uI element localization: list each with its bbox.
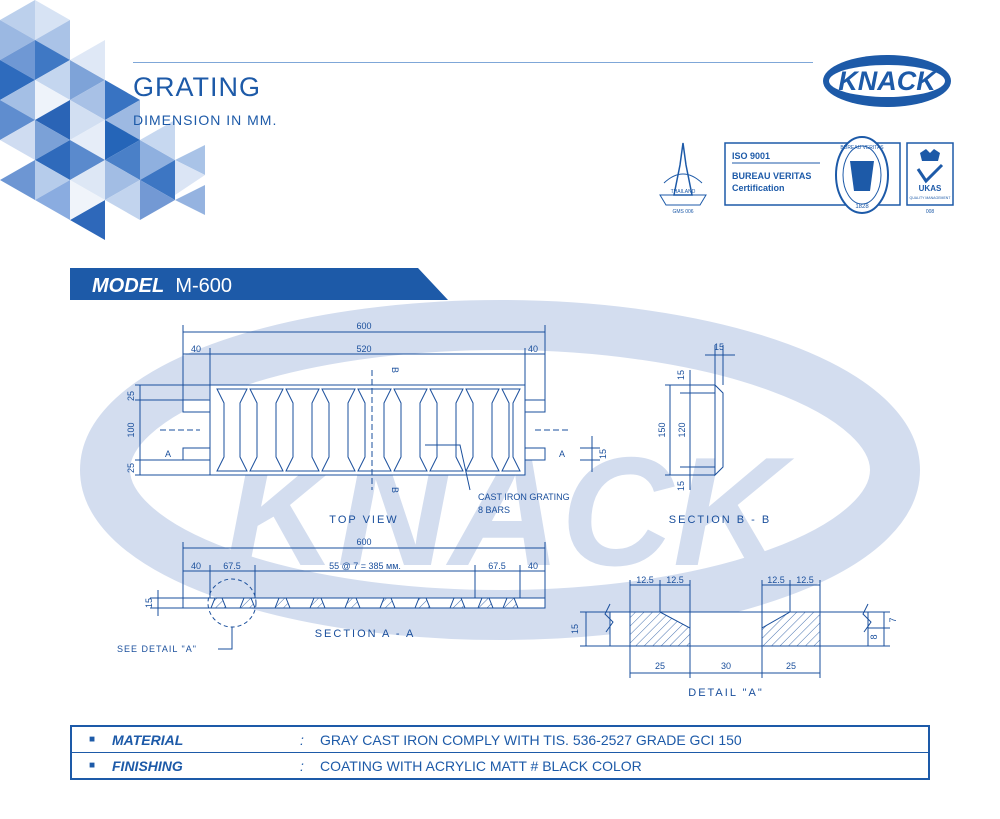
svg-text:A: A <box>165 449 171 459</box>
svg-text:12.5: 12.5 <box>666 575 684 585</box>
model-key: MODEL <box>92 275 165 297</box>
svg-text:25: 25 <box>786 661 796 671</box>
svg-text:15: 15 <box>676 481 686 491</box>
bullet-icon: ■ <box>88 760 96 771</box>
svg-text:600: 600 <box>356 321 371 331</box>
svg-text:CAST IRON GRATING: CAST IRON GRATING <box>478 492 570 502</box>
bar-sections <box>210 597 519 609</box>
svg-text:25: 25 <box>655 661 665 671</box>
svg-text:25: 25 <box>126 463 136 473</box>
svg-text:ISO 9001: ISO 9001 <box>732 151 770 161</box>
svg-text:B: B <box>390 367 400 373</box>
svg-text:UKAS: UKAS <box>919 184 942 193</box>
svg-text:SECTION A - A: SECTION A - A <box>315 628 416 640</box>
iso-bureau-veritas-badge: ISO 9001 BUREAU VERITAS Certification BU… <box>724 136 901 214</box>
svg-text:Certification: Certification <box>732 183 785 193</box>
technical-drawing: KNACK <box>80 300 920 699</box>
section-aa-view <box>150 542 546 650</box>
detail-a-view <box>580 580 890 678</box>
svg-text:7: 7 <box>888 617 898 622</box>
page-title: GRATING <box>133 72 261 102</box>
grating-bars <box>216 388 521 472</box>
svg-text:12.5: 12.5 <box>767 575 785 585</box>
svg-text:55 @ 7 = 385 мм.: 55 @ 7 = 385 мм. <box>329 561 401 571</box>
model-value: M-600 <box>175 275 233 297</box>
svg-text:12.5: 12.5 <box>636 575 654 585</box>
svg-text:67.5: 67.5 <box>488 561 506 571</box>
svg-text:15: 15 <box>598 449 608 459</box>
decorative-triangle-pattern <box>0 0 205 240</box>
spec-separator: : <box>300 726 320 753</box>
svg-text:THAILAND: THAILAND <box>671 189 696 195</box>
svg-text:8 BARS: 8 BARS <box>478 505 510 515</box>
svg-text:120: 120 <box>677 422 687 437</box>
svg-text:40: 40 <box>191 344 201 354</box>
page-subtitle: DIMENSION IN MM. <box>133 112 278 128</box>
header-rule <box>133 62 813 63</box>
svg-text:TOP VIEW: TOP VIEW <box>329 514 398 526</box>
top-view-labels: 600 40 520 40 25 100 25 15 A A B B CAST … <box>126 321 608 526</box>
svg-text:SECTION B - B: SECTION B - B <box>669 514 771 526</box>
svg-text:008: 008 <box>926 209 935 215</box>
section-bb-labels: 15 15 150 120 15 SECTION B - B <box>657 342 771 526</box>
svg-text:BUREAU VERITAS: BUREAU VERITAS <box>840 145 884 151</box>
spec-separator: : <box>300 757 304 774</box>
svg-text:12.5: 12.5 <box>796 575 814 585</box>
svg-text:15: 15 <box>714 342 724 352</box>
svg-text:B: B <box>390 487 400 493</box>
svg-text:1828: 1828 <box>855 204 869 210</box>
svg-text:520: 520 <box>356 344 371 354</box>
svg-text:15: 15 <box>676 370 686 380</box>
svg-text:BUREAU VERITAS: BUREAU VERITAS <box>732 171 811 181</box>
certification-logos: THAILAND GMS 006 ISO 9001 BUREAU VERITAS… <box>659 136 954 215</box>
spec-value: COATING WITH ACRYLIC MATT # BLACK COLOR <box>320 757 642 774</box>
spec-row-material: ■ MATERIAL : GRAY CAST IRON COMPLY WITH … <box>71 726 929 753</box>
svg-text:40: 40 <box>528 561 538 571</box>
svg-text:40: 40 <box>191 561 201 571</box>
spec-value: GRAY CAST IRON COMPLY WITH TIS. 536-2527… <box>320 726 929 753</box>
svg-text:8: 8 <box>869 634 879 639</box>
svg-text:SEE DETAIL "A": SEE DETAIL "A" <box>117 644 197 654</box>
svg-text:15: 15 <box>144 598 154 608</box>
svg-text:GMS 006: GMS 006 <box>672 209 693 215</box>
spec-key: FINISHING <box>112 757 183 774</box>
top-view <box>135 325 600 491</box>
svg-text:40: 40 <box>528 344 538 354</box>
model-label: MODEL M-600 <box>92 275 232 298</box>
model-band <box>70 268 448 300</box>
bullet-icon: ■ <box>71 726 112 753</box>
svg-text:15: 15 <box>570 624 580 634</box>
thai-standard-mark: THAILAND GMS 006 <box>659 142 707 215</box>
section-bb-view <box>665 345 735 490</box>
svg-text:25: 25 <box>126 391 136 401</box>
svg-text:150: 150 <box>657 422 667 437</box>
ukas-badge: UKAS QUALITY MANAGEMENT 008 <box>906 142 954 215</box>
svg-text:67.5: 67.5 <box>223 561 241 571</box>
svg-text:600: 600 <box>356 537 371 547</box>
section-aa-labels: 600 40 67.5 55 @ 7 = 385 мм. 67.5 40 15 … <box>117 537 538 654</box>
svg-text:QUALITY MANAGEMENT: QUALITY MANAGEMENT <box>910 196 952 200</box>
spec-row-finishing: ■ FINISHING : COATING WITH ACRYLIC MATT … <box>71 753 929 780</box>
svg-text:DETAIL "A": DETAIL "A" <box>688 687 764 699</box>
knack-logo: KNACK <box>823 55 951 107</box>
svg-text:A: A <box>559 449 565 459</box>
detail-a-labels: 12.5 12.5 12.5 12.5 25 30 25 15 7 8 DETA… <box>570 575 898 699</box>
spec-table: ■ MATERIAL : GRAY CAST IRON COMPLY WITH … <box>70 725 930 780</box>
knack-logo-text: KNACK <box>838 66 938 96</box>
spec-key: MATERIAL <box>112 726 300 753</box>
svg-text:30: 30 <box>721 661 731 671</box>
svg-text:100: 100 <box>126 422 136 437</box>
